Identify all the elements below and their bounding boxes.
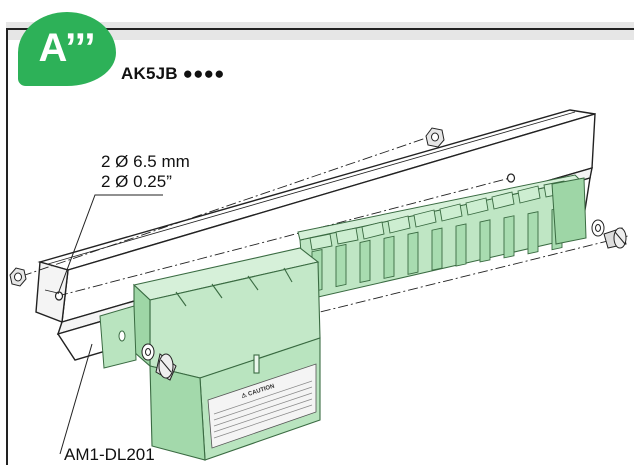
frame-top-border — [6, 28, 634, 30]
part-number-label: AM1-DL201 — [64, 445, 155, 464]
module-clamp — [99, 305, 137, 369]
alignment-lines — [21, 135, 629, 356]
washer-front — [141, 343, 155, 361]
section-badge: A’’’ — [18, 12, 116, 86]
hole-diameter-metric: 2 Ø 6.5 mm — [101, 152, 190, 171]
screw-front — [155, 353, 177, 381]
frame-left-border — [6, 28, 8, 465]
terminal-segments — [311, 206, 563, 293]
model-number: AK5JB ●●●● — [121, 64, 225, 83]
washer-right — [591, 219, 605, 237]
badge-label: A’’’ — [38, 26, 96, 70]
nut-top — [425, 127, 445, 148]
leader-lines — [57, 194, 163, 455]
header-band — [6, 22, 634, 40]
caution-label: ⚠ CAUTION — [207, 363, 317, 449]
rail-hole-left — [54, 291, 64, 301]
rail-hole-right — [506, 173, 516, 183]
nut-left — [9, 267, 27, 287]
hole-diameter-imperial: 2 Ø 0.25” — [101, 172, 172, 191]
screw-right — [603, 227, 627, 249]
end-cap — [551, 177, 587, 245]
